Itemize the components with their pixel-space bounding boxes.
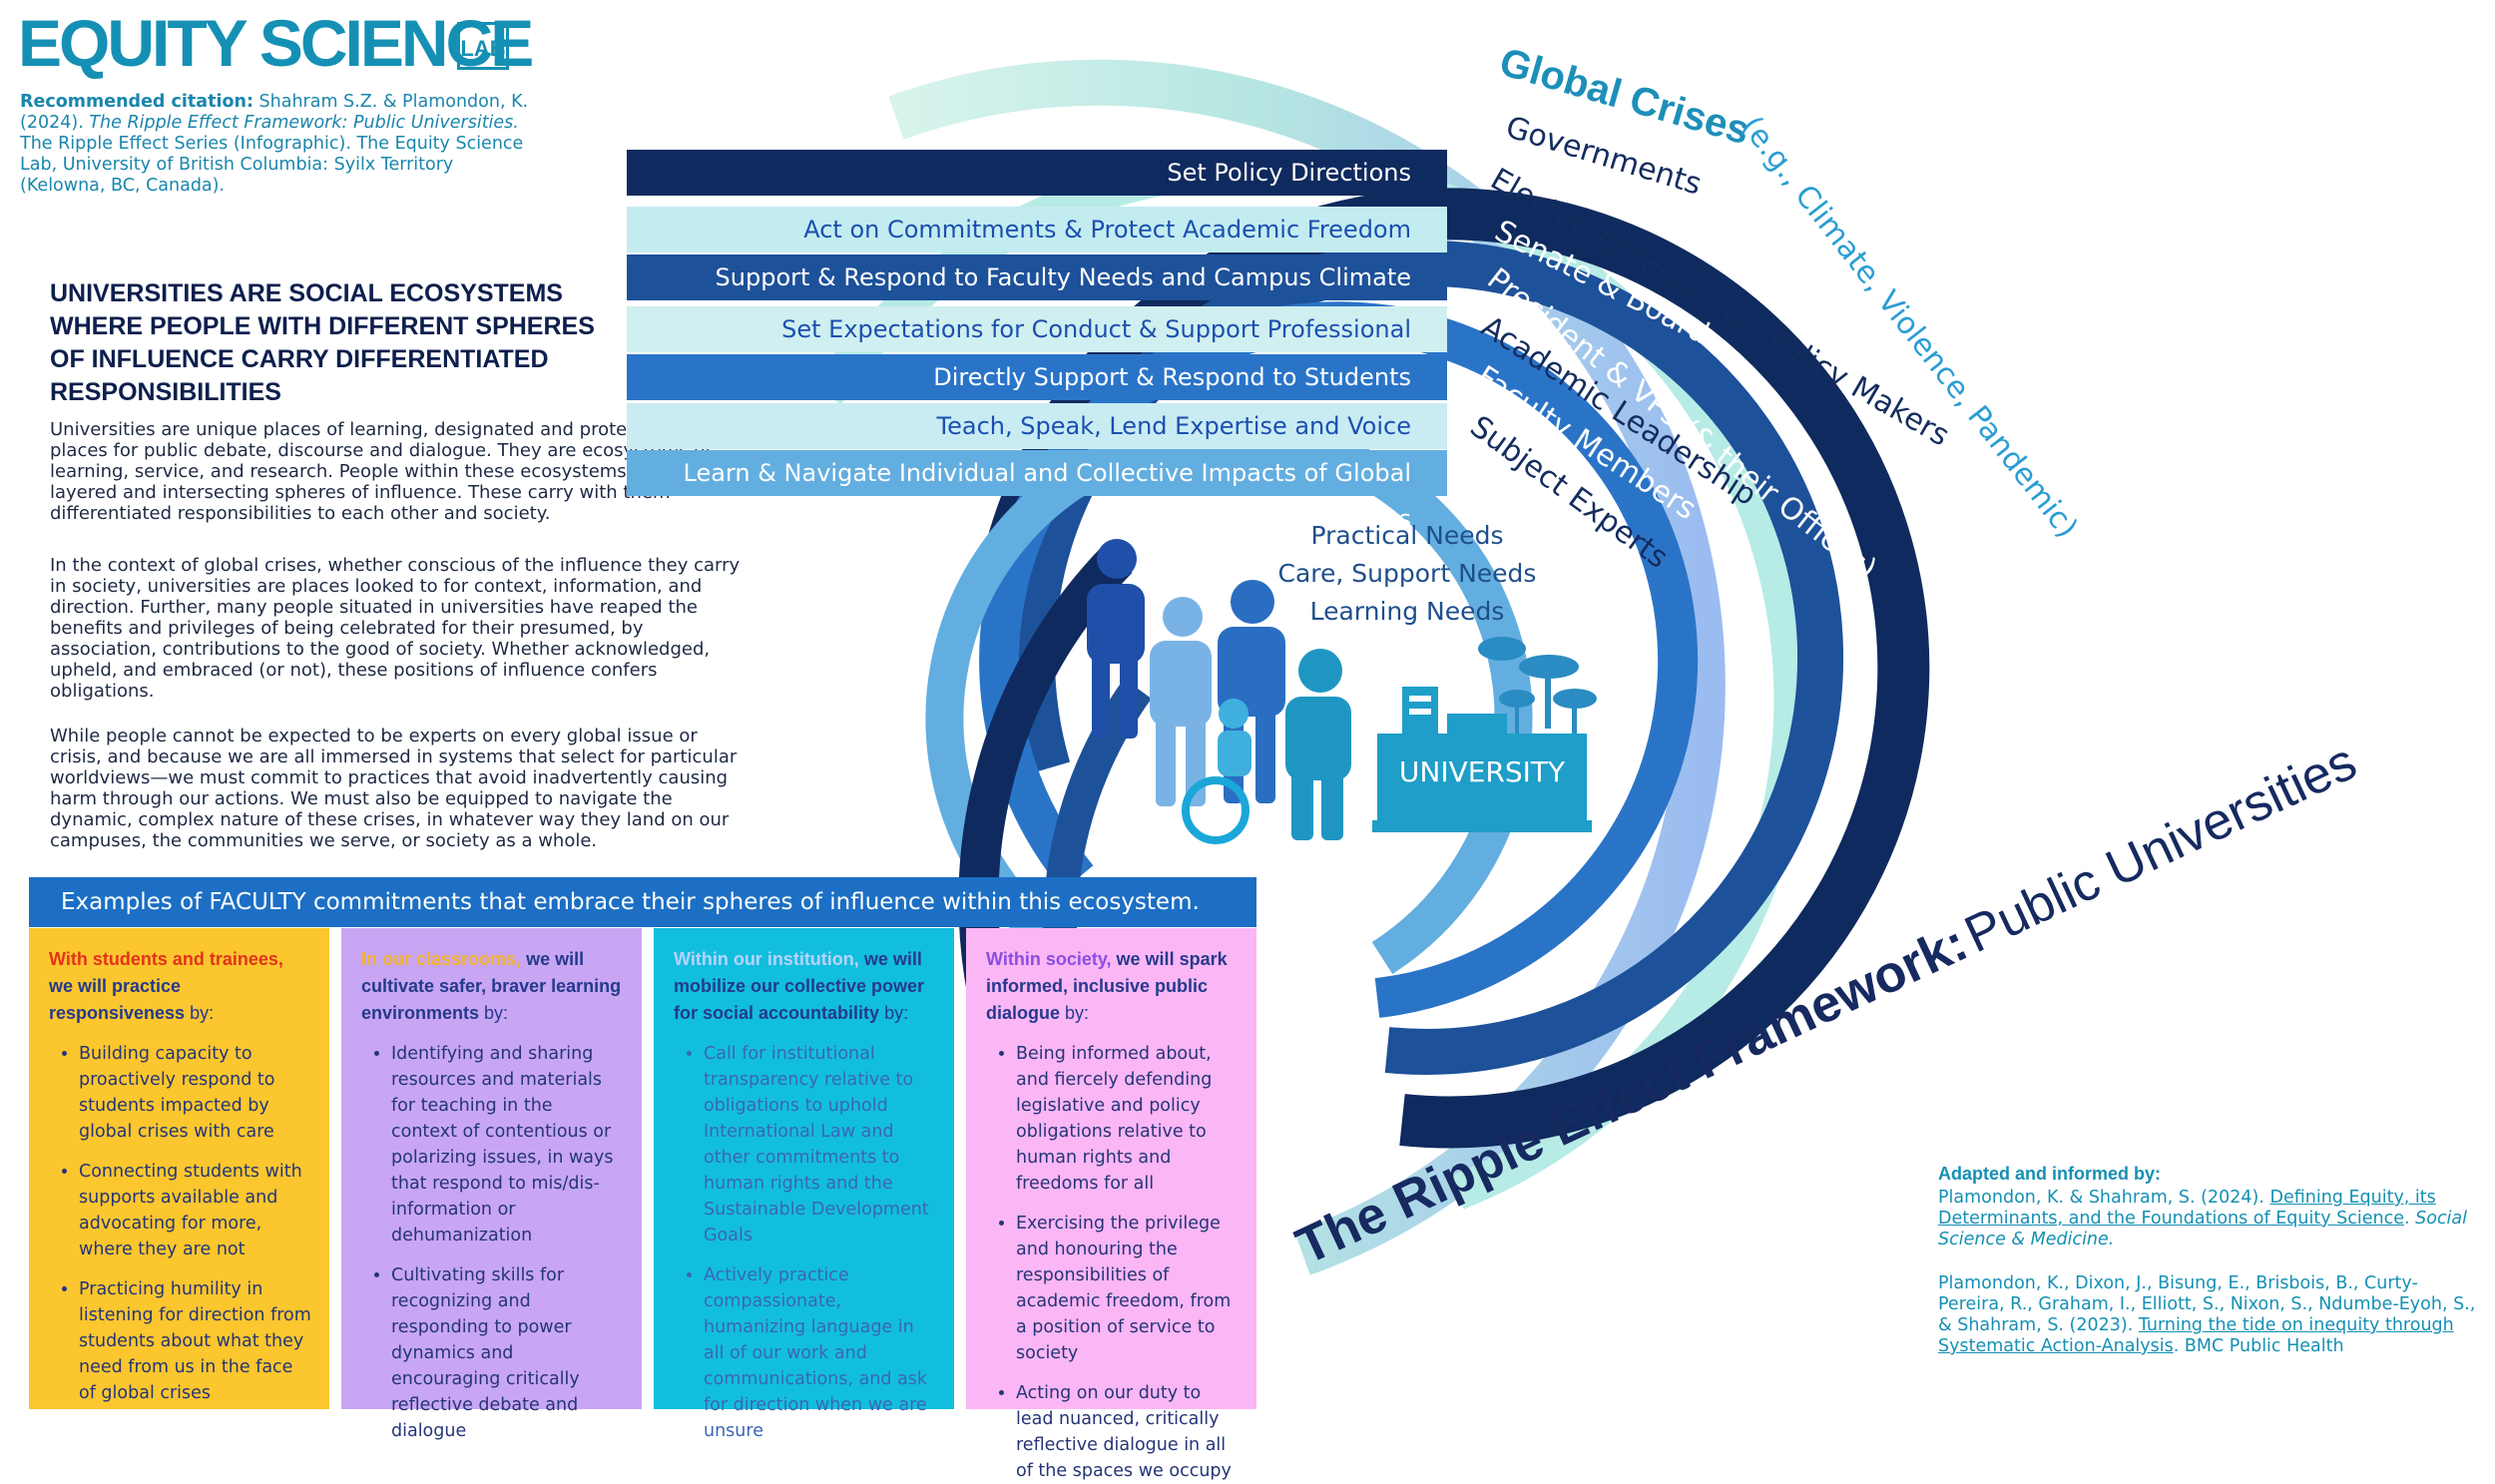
intro-paragraph-3: While people cannot be expected to be ex…: [50, 726, 738, 851]
reference-2-authors: Plamondon, K., Dixon, J., Bisung, E., Br…: [1938, 1273, 2476, 1335]
commitment-item: Building capacity to proactively respond…: [79, 1041, 311, 1145]
intro-paragraph-2: In the context of global crises, whether…: [50, 555, 741, 702]
university-label: UNIVERSITY: [1398, 755, 1566, 788]
commitment-item: Practicing humility in listening for dir…: [79, 1276, 311, 1406]
commitment-item: Call for institutional transparency rela…: [704, 1041, 936, 1248]
reference-1-link[interactable]: Defining Equity, its Determinants, and t…: [1938, 1188, 2436, 1229]
commitment-suffix: by:: [479, 1003, 509, 1023]
commitment-card: With students and trainees, we will prac…: [29, 928, 329, 1409]
reference-2-link[interactable]: Turning the tide on inequity through Sys…: [1938, 1315, 2454, 1356]
people-illustration: [1087, 539, 1351, 844]
reference-1-authors: Plamondon, K. & Shahram, S. (2024).: [1938, 1188, 2270, 1208]
responsibility-bar: Teach, Speak, Lend Expertise and Voice: [627, 403, 1447, 449]
recommended-citation: Recommended citation: Shahram S.Z. & Pla…: [20, 92, 529, 197]
wheelchair-user: [1182, 699, 1251, 844]
intro-paragraph-1: Universities are unique places of learni…: [50, 419, 712, 524]
needs-care-support: Care, Support Needs: [1277, 559, 1537, 588]
reference-1: Plamondon, K. & Shahram, S. (2024). Defi…: [1938, 1188, 2482, 1250]
commitment-card-lead: In our classrooms, we will cultivate saf…: [361, 946, 624, 1027]
commitment-suffix: by:: [185, 1003, 215, 1023]
citation-rest: The Ripple Effect Series (Infographic). …: [20, 134, 524, 196]
responsibility-bar: Set Policy Directions: [627, 150, 1447, 196]
commitment-item: Exercising the privilege and honouring t…: [1016, 1211, 1239, 1366]
responsibility-bar: Learn & Navigate Individual and Collecti…: [627, 450, 1447, 533]
intro-heading: UNIVERSITIES ARE SOCIAL ECOSYSTEMS WHERE…: [50, 279, 595, 406]
commitment-suffix: by:: [879, 1003, 909, 1023]
citation-title: The Ripple Effect Framework: Public Univ…: [89, 113, 519, 133]
commitment-item: Actively practice compassionate, humaniz…: [704, 1262, 936, 1444]
commitment-context: Within our institution,: [674, 949, 859, 969]
commitment-item: Identifying and sharing resources and ma…: [391, 1041, 624, 1248]
citation-label: Recommended citation:: [20, 92, 253, 112]
commitment-card: Within society, we will spark informed, …: [966, 928, 1256, 1481]
commitment-item: Acting on our duty to lead nuanced, crit…: [1016, 1380, 1239, 1484]
reference-1-sep: .: [2403, 1209, 2416, 1229]
reference-2-tail: . BMC Public Health: [2173, 1336, 2344, 1356]
commitment-list: Being informed about, and fiercely defen…: [986, 1041, 1239, 1484]
brand-logo: EQUITY SCIENCE: [18, 6, 534, 80]
reference-2: Plamondon, K., Dixon, J., Bisung, E., Br…: [1938, 1273, 2482, 1357]
commitment-promise: we will practice responsiveness: [49, 976, 186, 1023]
responsibility-bar: Act on Commitments & Protect Academic Fr…: [627, 207, 1447, 252]
commitment-list: Identifying and sharing resources and ma…: [361, 1041, 624, 1444]
citation-authors: Shahram S.Z. & Plamondon, K. (2024).: [20, 92, 529, 133]
commitment-card-lead: With students and trainees, we will prac…: [49, 946, 311, 1027]
commitment-promise: we will spark informed, inclusive public…: [986, 949, 1228, 1023]
commitment-promise: we will cultivate safer, braver learning…: [361, 949, 622, 1023]
responsibility-bar: Support & Respond to Faculty Needs and C…: [627, 254, 1447, 300]
needs-practical: Practical Needs: [1310, 521, 1504, 550]
commitment-item: Being informed about, and fiercely defen…: [1016, 1041, 1239, 1197]
commitment-context: In our classrooms,: [361, 949, 522, 969]
commitment-card-lead: Within our institution, we will mobilize…: [674, 946, 936, 1027]
responsibility-bar: Set Expectations for Conduct & Support P…: [627, 306, 1447, 389]
commitment-item: Cultivating skills for recognizing and r…: [391, 1262, 624, 1444]
university-building: [1372, 637, 1597, 832]
responsibility-bar: Directly Support & Respond to Students: [627, 354, 1447, 400]
commitment-list: Call for institutional transparency rela…: [674, 1041, 936, 1444]
commitment-card: Within our institution, we will mobilize…: [654, 928, 954, 1441]
academic-ring: [979, 301, 1699, 1018]
reference-1-journal: Social Science & Medicine.: [1938, 1209, 2468, 1249]
brand-lab-badge: LAB: [457, 22, 509, 70]
commitment-card-lead: Within society, we will spark informed, …: [986, 946, 1239, 1027]
commitment-promise: we will mobilize our collective power fo…: [674, 949, 925, 1023]
commitment-suffix: by:: [1060, 1003, 1090, 1023]
commitment-card: In our classrooms, we will cultivate saf…: [341, 928, 642, 1441]
faculty-commitments-banner: Examples of FACULTY commitments that emb…: [29, 877, 1256, 927]
adapted-heading: Adapted and informed by:: [1938, 1164, 2162, 1184]
commitment-context: With students and trainees,: [49, 949, 283, 969]
commitment-context: Within society,: [986, 949, 1112, 969]
commitment-list: Building capacity to proactively respond…: [49, 1041, 311, 1406]
commitment-item: Connecting students with supports availa…: [79, 1159, 311, 1262]
needs-learning: Learning Needs: [1309, 597, 1505, 626]
